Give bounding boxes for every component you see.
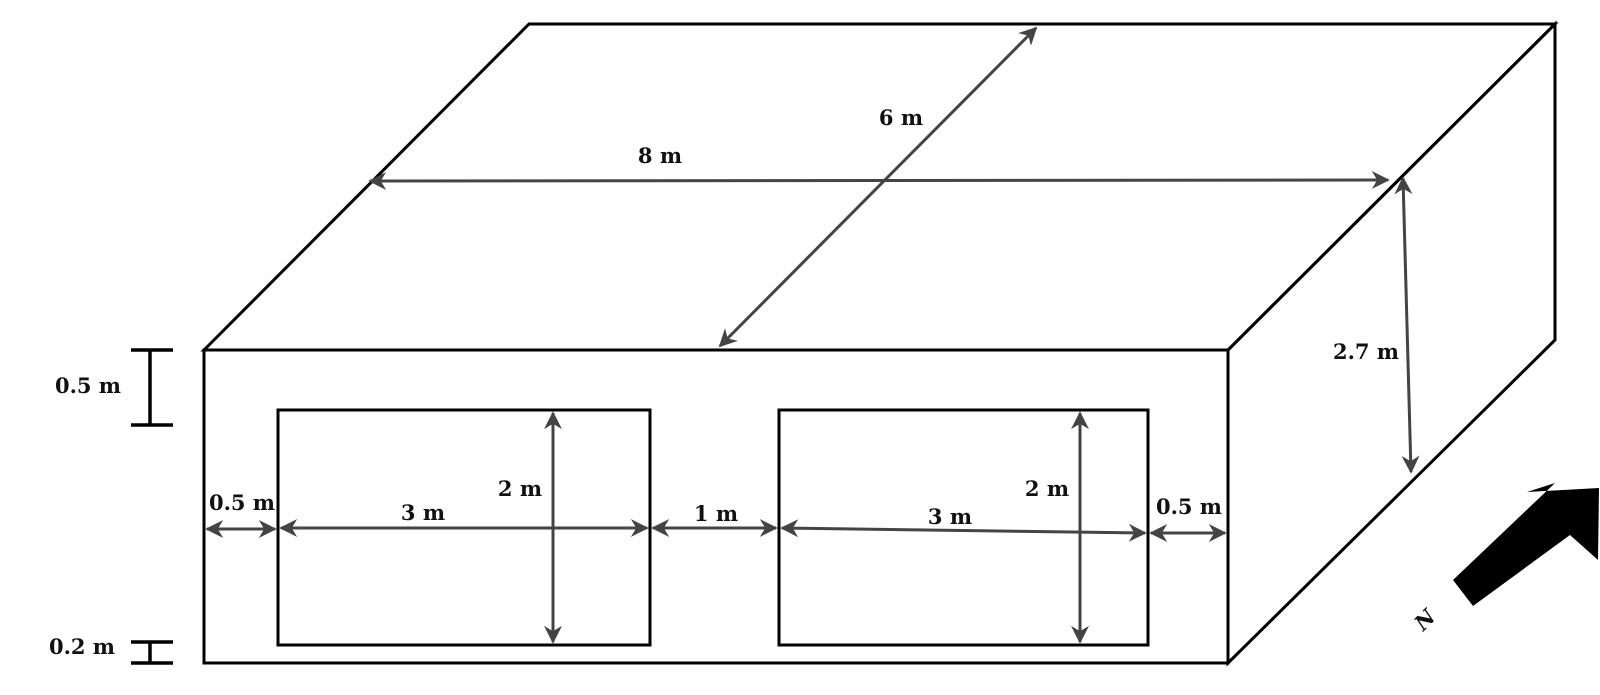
dimension-arrows bbox=[205, 26, 1420, 644]
height-arrow bbox=[1394, 176, 1420, 474]
window2-height-label: 2 m bbox=[1025, 476, 1069, 501]
window1-width-label: 3 m bbox=[401, 500, 445, 525]
depth-arrow bbox=[718, 26, 1038, 348]
window2-width-label: 3 m bbox=[928, 504, 972, 529]
right-face bbox=[1226, 20, 1557, 667]
window-right bbox=[777, 408, 1150, 647]
window-gap-label: 1 m bbox=[694, 501, 738, 526]
sill-bottom-marker bbox=[131, 640, 173, 665]
left-margin-label: 0.5 m bbox=[209, 490, 275, 515]
window1-height-label: 2 m bbox=[498, 476, 542, 501]
window-left bbox=[276, 408, 652, 647]
sill-top-label: 0.5 m bbox=[55, 373, 121, 398]
depth-label: 6 m bbox=[879, 105, 923, 130]
sill-bottom-label: 0.2 m bbox=[49, 634, 115, 659]
sill-top-marker bbox=[131, 348, 173, 427]
room-box bbox=[200, 20, 1559, 667]
north-label: N bbox=[1408, 604, 1441, 637]
north-arrow-icon bbox=[1453, 483, 1599, 606]
length-arrow bbox=[368, 171, 1390, 190]
right-margin-label: 0.5 m bbox=[1156, 494, 1222, 519]
window2-width-arrow bbox=[780, 519, 1147, 542]
height-label: 2.7 m bbox=[1333, 339, 1399, 364]
length-label: 8 m bbox=[638, 143, 682, 168]
